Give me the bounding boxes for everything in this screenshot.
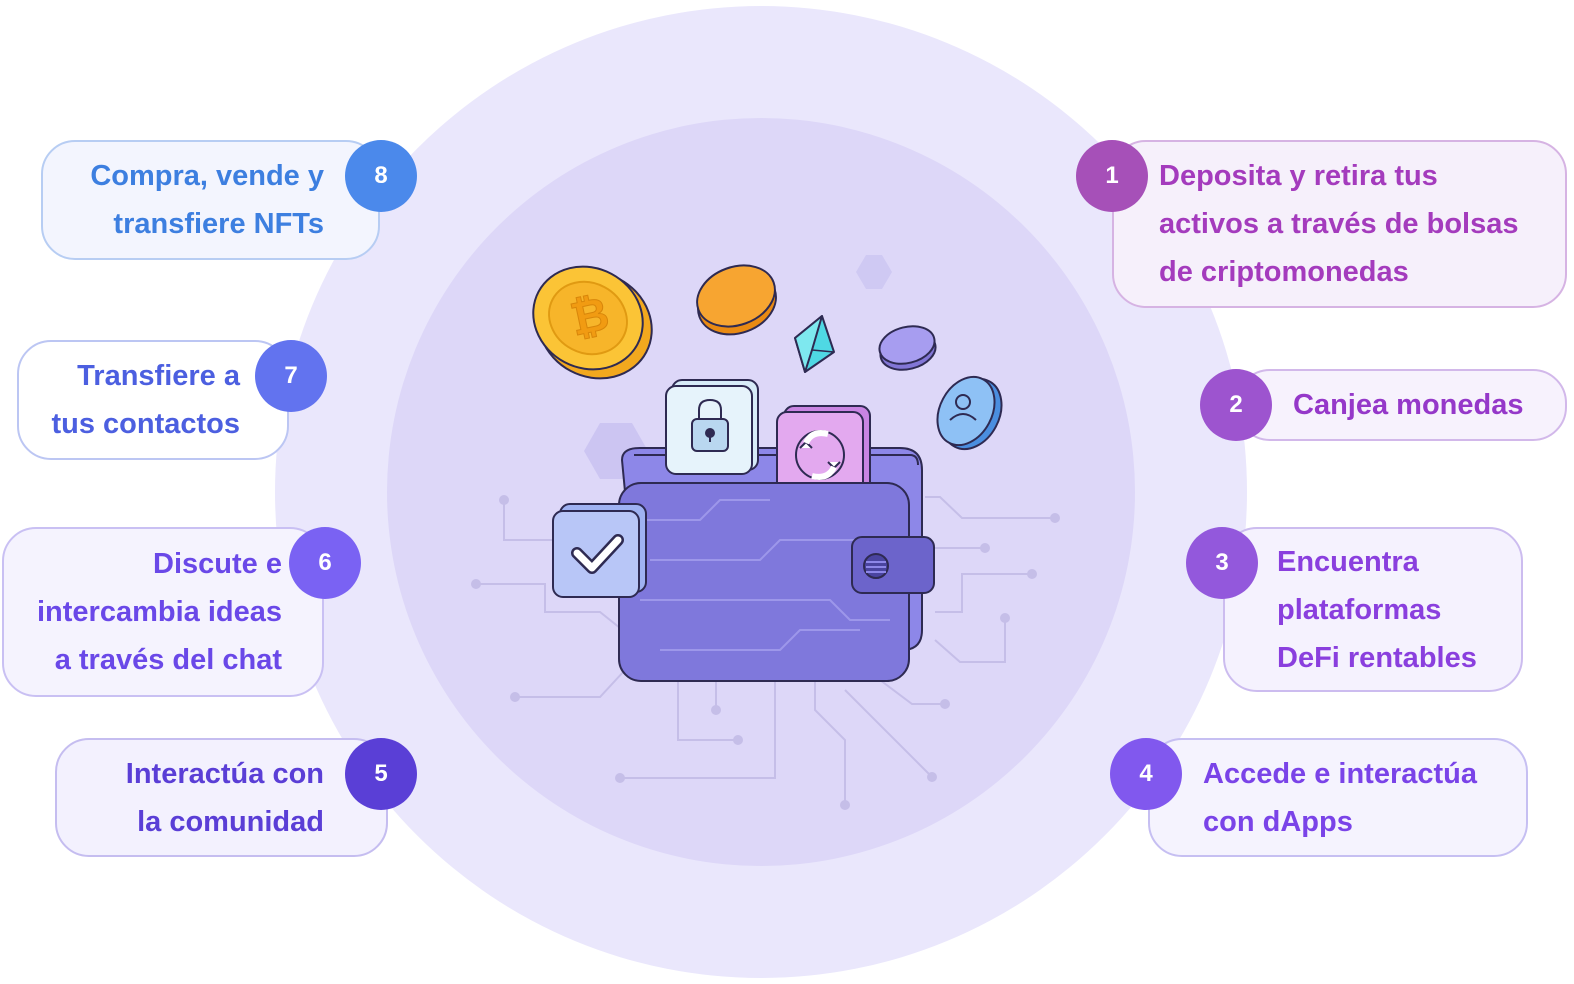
purple-coin-icon [878,325,937,371]
ethereum-crystal-icon [794,315,835,373]
feature-1-line-1: Deposita y retira tus [1159,160,1438,192]
feature-badge-2: 2 [1200,369,1272,441]
feature-2-line-1: Canjea monedas [1293,389,1524,421]
feature-1-line-2: activos a través de bolsas [1159,208,1519,240]
feature-3-line-1: Encuentra [1277,545,1419,578]
feature-4-line-2: con dApps [1203,805,1353,838]
feature-badge-1: 1 [1076,140,1148,212]
hexagon-decoration [856,255,892,289]
feature-5-line-1: Interactúa con [125,757,324,790]
feature-pill-5: Interactúa con la comunidad [55,738,388,857]
feature-3-line-2: plataformas [1277,593,1442,626]
lock-card-icon [665,379,759,475]
feature-badge-5: 5 [345,738,417,810]
feature-pill-7: Transfiere a tus contactos [17,340,289,460]
feature-7-line-2: tus contactos [51,408,240,440]
wallet-icon [618,482,935,682]
feature-6-line-2: intercambia ideas [37,596,282,628]
user-coin-icon [936,375,1003,451]
feature-pill-4: Accede e interactúa con dApps [1148,738,1528,857]
feature-7-line-1: Transfiere a [77,360,240,392]
feature-pill-1: Deposita y retira tus activos a través d… [1112,140,1567,308]
feature-badge-3: 3 [1186,527,1258,599]
feature-4-line-1: Accede e interactúa [1203,757,1478,790]
feature-pill-6: Discute e intercambia ideas a través del… [2,527,324,697]
check-card-icon [552,503,647,598]
feature-3-line-3: DeFi rentables [1277,641,1477,674]
swap-card-icon [776,405,871,499]
feature-pill-3: Encuentra plataformas DeFi rentables [1223,527,1523,692]
feature-6-line-1: Discute e [153,548,282,580]
feature-8-line-1: Compra, vende y [90,160,324,192]
orange-coin-icon [696,264,777,336]
feature-badge-7: 7 [255,340,327,412]
feature-pill-2: Canjea monedas [1236,369,1567,441]
feature-pill-8: Compra, vende y transfiere NFTs [41,140,380,260]
feature-badge-6: 6 [289,527,361,599]
feature-1-line-3: de criptomonedas [1159,256,1409,288]
feature-8-line-2: transfiere NFTs [113,208,324,240]
feature-badge-4: 4 [1110,738,1182,810]
feature-6-line-3: a través del chat [54,644,282,676]
bitcoin-coin-icon: ₿ [532,265,653,380]
feature-5-line-2: la comunidad [137,805,324,838]
feature-badge-8: 8 [345,140,417,212]
